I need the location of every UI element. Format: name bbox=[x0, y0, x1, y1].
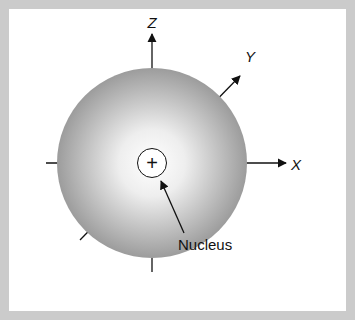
part-label: Nucleus bbox=[178, 237, 232, 252]
leader-arrow bbox=[161, 181, 184, 233]
charge-sign: + bbox=[146, 153, 158, 173]
axis-label: X bbox=[291, 157, 301, 172]
electron-cloud bbox=[57, 68, 247, 258]
axis-label: Y bbox=[245, 49, 255, 64]
axis-label: Z bbox=[147, 15, 156, 30]
nucleus-circle: + bbox=[137, 148, 167, 178]
